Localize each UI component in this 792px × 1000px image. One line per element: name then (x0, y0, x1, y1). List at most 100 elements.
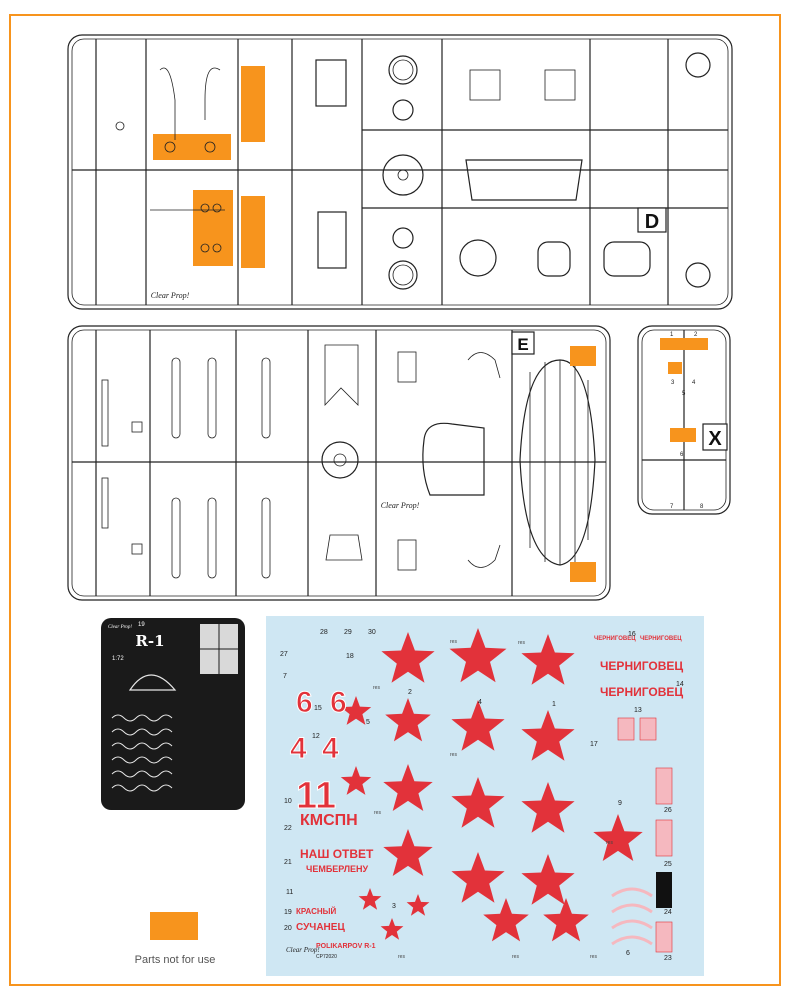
decal-num-21: 21 (284, 859, 292, 866)
photoetch-fret: R-1 Clear Prop! 1:72 19 (101, 618, 245, 810)
decal-num-22: 22 (284, 825, 292, 832)
photoetch-brand: Clear Prop! (108, 625, 132, 630)
decal-num-17: 17 (590, 741, 598, 748)
decal-num-2: 2 (408, 689, 412, 696)
decal-num-27: 27 (280, 651, 288, 658)
decal-number-4a: 4 (290, 732, 307, 765)
decal-kmspn: КМСПН (300, 812, 358, 829)
decal-red-star (521, 710, 575, 761)
photoetch-title: R-1 (135, 632, 164, 650)
decal-num-30: 30 (368, 629, 376, 636)
decal-res-1: res (373, 685, 380, 691)
decal-num-3: 3 (392, 903, 396, 910)
decal-red-star (381, 632, 435, 683)
decal-num-9: 9 (618, 800, 622, 807)
decal-num-5: 5 (366, 719, 370, 726)
decal-num-10: 10 (284, 798, 292, 805)
page-frame (9, 14, 781, 986)
x-num-7: 7 (670, 504, 674, 510)
decal-number-6b: 6 (330, 686, 347, 719)
photoetch-scale: 1:72 (112, 656, 124, 662)
decal-res-9: res (590, 954, 597, 960)
sprue-x: X 1 2 3 4 5 6 7 8 (637, 325, 731, 515)
decal-code: CP72020 (316, 954, 337, 960)
decal-red-star (340, 766, 372, 795)
decal-num-6: 6 (626, 950, 630, 957)
decal-res-8: res (512, 954, 519, 960)
decal-red-star (449, 628, 507, 683)
decal-suchanets: СУЧАНЕЦ (296, 922, 345, 933)
decal-red-star (383, 829, 433, 876)
decal-red-star (521, 782, 575, 833)
decal-red-star (451, 700, 505, 751)
decal-res-5: res (374, 810, 381, 816)
decal-red-star (383, 764, 433, 811)
decal-num-13: 13 (634, 707, 642, 714)
decal-res-2: res (450, 639, 457, 645)
photoetch-number: 19 (138, 622, 145, 628)
decal-red-star (521, 854, 575, 905)
sprue-e-logo: Clear Prop! (381, 501, 420, 510)
decal-brand: Clear Prop! (286, 946, 320, 954)
decal-num-18: 18 (346, 653, 354, 660)
decal-num-24: 24 (664, 909, 672, 916)
decal-sheet: 6 6 4 4 11 ЧЕРНИГОВЕЦ ЧЕРНИГОВЕЦ ЧЕРНИГО… (266, 616, 704, 976)
legend-label: Parts not for use (134, 954, 216, 966)
decal-num-15: 15 (314, 705, 322, 712)
decal-num-25: 25 (664, 861, 672, 868)
sprue-x-letter: X (708, 428, 722, 450)
decal-num-1: 1 (552, 701, 556, 708)
decal-chernigovets-1: ЧЕРНИГОВЕЦ (600, 659, 683, 673)
x-num-4: 4 (692, 380, 696, 386)
decal-num-14: 14 (676, 681, 684, 688)
decal-num-26: 26 (664, 807, 672, 814)
decal-red-star (340, 696, 372, 725)
x-num-5: 5 (682, 391, 686, 397)
decal-red-star (543, 898, 589, 942)
decal-res-3: res (518, 640, 525, 646)
decal-chernigovets-2: ЧЕРНИГОВЕЦ (600, 685, 683, 699)
decal-chernigovets-small-1: ЧЕРНИГОВЕЦ (594, 636, 636, 642)
decal-red-star (451, 852, 505, 903)
decal-num-11: 11 (286, 889, 293, 896)
decal-num-20: 20 (284, 925, 292, 932)
sprue-d: D Clear Prop! (67, 34, 733, 310)
decal-slogan-2: ЧЕМБЕРЛЕНУ (306, 864, 369, 874)
decal-num-28: 28 (320, 629, 328, 636)
decal-chernigovets-small-2: ЧЕРНИГОВЕЦ (640, 636, 682, 642)
legend-swatch (150, 912, 198, 940)
decal-red-star (380, 918, 404, 940)
x-num-2: 2 (694, 332, 698, 338)
decal-red-star (521, 634, 575, 685)
decal-number-4b: 4 (322, 732, 339, 765)
decal-red-star (385, 698, 431, 742)
decal-red-star (358, 888, 382, 910)
sprue-d-letter: D (645, 211, 659, 233)
x-num-1: 1 (670, 332, 674, 338)
decal-res-7: res (398, 954, 405, 960)
decal-num-23: 23 (664, 955, 672, 962)
decal-res-4: res (450, 752, 457, 758)
sprue-x-numbers: 1 2 3 4 5 6 7 8 (670, 332, 704, 510)
x-num-3: 3 (671, 380, 675, 386)
decal-red-star (451, 777, 505, 828)
decal-number-11: 11 (296, 775, 336, 817)
x-num-6: 6 (680, 452, 684, 458)
x-num-8: 8 (700, 504, 704, 510)
decal-num-7: 7 (283, 673, 287, 680)
decal-name: POLIKARPOV R-1 (316, 943, 376, 950)
decal-num-19: 19 (284, 909, 292, 916)
decal-slogan-1: НАШ ОТВЕТ (300, 847, 374, 861)
decal-red-star (406, 894, 430, 916)
sprue-d-logo: Clear Prop! (151, 291, 190, 300)
sprue-e: E Clear Prop! (67, 325, 611, 601)
decal-res-6: res (606, 840, 613, 846)
decal-num-4: 4 (478, 699, 482, 706)
decal-red-star (483, 898, 529, 942)
decal-num-12: 12 (312, 733, 320, 740)
decal-red-star (593, 814, 643, 861)
decal-stars (340, 628, 643, 942)
sprue-e-letter: E (517, 335, 528, 354)
decal-krasny: КРАСНЫЙ (296, 907, 336, 916)
